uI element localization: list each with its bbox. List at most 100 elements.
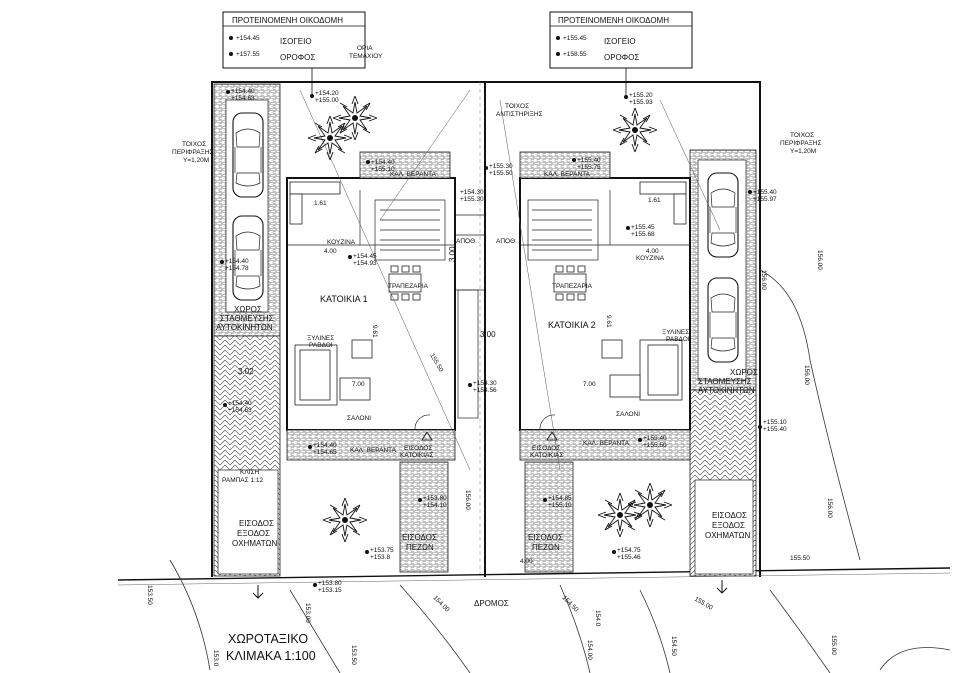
level-10b: +154.78 (225, 265, 249, 272)
contour-label-11: 156.00 (816, 250, 823, 270)
level-17b: +154.10 (423, 502, 447, 509)
label-fence-left-3: Υ=1,20Μ (183, 157, 209, 164)
legend-left-upper-label: ΟΡΟΦΟΣ (280, 53, 315, 62)
label-ramp-1: ΚΛΙΣΗ (240, 469, 260, 476)
contour-label-17: 154.0 (594, 610, 601, 627)
contour-label-9: 154.00 (586, 640, 593, 660)
label-ped-entry-right-1: ΕΙΣΟΔΟΣ (528, 533, 563, 542)
dim-7-00-right: 7.00 (583, 381, 596, 388)
level-3: +154.40 (371, 159, 395, 166)
level-10: +154.40 (225, 258, 249, 265)
level-17: +153.80 (423, 495, 447, 502)
level-text: +154.40 +154.63 +154.20 +155.00 +154.40 … (225, 88, 787, 594)
label-vehicle-entry-left-2: ΕΞΟΔΟΣ (237, 529, 270, 538)
level-12b: +154.56 (473, 387, 497, 394)
label-retaining-wall-1: ΤΟΙΧΟΣ (505, 103, 529, 110)
parking-strip-right (689, 149, 757, 577)
label-ped-entry-left-2: ΠΕΖΩΝ (406, 543, 434, 552)
level-11b: +154.93 (353, 260, 377, 267)
legend-right-upper-level: +158.55 (563, 51, 587, 58)
label-parking-right-1: ΧΩΡΟΣ (730, 368, 758, 377)
legend-right-title: ΠΡΟΤΕΙΝΟΜΕΝΗ ΟΙΚΟΔΟΜΗ (558, 16, 669, 25)
level-6: +155.40 (577, 157, 601, 164)
label-house-entry-right-1: ΕΙΣΟΔΟΣ (532, 445, 560, 452)
level-2b: +155.00 (315, 97, 339, 104)
dim-9-61-left: 9.61 (371, 325, 378, 338)
level-19: +153.75 (370, 547, 394, 554)
label-storage-1: ΑΠΟΘ. (456, 238, 477, 245)
plot-boundary (211, 81, 761, 577)
legend-left-ground-level: +154.45 (236, 35, 260, 42)
level-8: +155.40 (753, 189, 777, 196)
dim-3-02: 3.02 (238, 367, 254, 376)
level-20b: +155.46 (617, 554, 641, 561)
label-dining-2: ΤΡΑΠΕΖΑΡΙΑ (552, 283, 593, 290)
level-13: +154.40 (228, 400, 252, 407)
legend-box-right (549, 11, 693, 96)
level-12: +154.30 (473, 380, 497, 387)
contour-label-12: 156.00 (826, 498, 833, 518)
level-5: +155.30 (489, 163, 513, 170)
contour-label-14: 155.50 (428, 353, 444, 374)
level-18b: +155.10 (548, 502, 572, 509)
label-veranda-bot-2: ΚΑΛ. ΒΕΡΑΝΤΑ (583, 440, 630, 447)
contour-label-7: 155.50 (790, 555, 810, 562)
level-7: +155.20 (629, 92, 653, 99)
dimension-text: 4.00 7.00 9.61 1.61 4.00 7.00 9.61 1.61 … (238, 197, 661, 565)
level-20: +154.75 (617, 547, 641, 554)
label-house-entry-left-1: ΕΙΣΟΔΟΣ (404, 445, 432, 452)
label-kitchen-1: ΚΟΥΖΙΝΑ (327, 239, 356, 246)
legend-right-upper-label: ΟΡΟΦΟΣ (604, 53, 639, 62)
level-markers (220, 90, 762, 587)
level-6b: +155.75 (577, 164, 601, 171)
label-fence-right-3: Υ=1,20Μ (790, 148, 816, 155)
label-ramp-2: ΡΑΜΠΑΣ 1:12 (222, 477, 263, 484)
contour-label-2: 153.00 (304, 603, 311, 623)
level-16b: +155.40 (763, 426, 787, 433)
dim-7-00-left: 7.00 (352, 381, 365, 388)
label-rods-2a: ΞΥΛΙΝΕΣ (662, 329, 689, 336)
label-veranda-top-1: ΚΑΛ. ΒΕΡΑΝΤΑ (390, 171, 437, 178)
label-fence-left-1: ΤΟΙΧΟΣ (182, 141, 206, 148)
dim-9-61-right: 9.61 (605, 315, 612, 328)
level-7b: +155.93 (629, 99, 653, 106)
label-vehicle-entry-right-2: ΕΞΟΔΟΣ (712, 521, 745, 530)
level-1b: +154.63 (231, 95, 255, 102)
dim-4-00-left: 4.00 (324, 248, 337, 255)
legend-left-ground-label: ΙΣΟΓΕΙΟ (280, 37, 312, 46)
road-edge (117, 567, 951, 586)
legend-right-ground-label: ΙΣΟΓΕΙΟ (604, 37, 636, 46)
legend-text-right: ΠΡΟΤΕΙΝΟΜΕΝΗ ΟΙΚΟΔΟΜΗ +155.45 ΙΣΟΓΕΙΟ +1… (558, 16, 669, 62)
level-21b: +153.15 (318, 587, 342, 594)
label-fence-right-2: ΠΕΡΙΦΡΑΞΗΣ (780, 140, 821, 147)
level-19b: +153.8 (370, 554, 390, 561)
label-living-1: ΣΑΛΟΝΙ (347, 415, 371, 422)
label-house-entry-left-2: ΚΑΤΟΙΚΙΑΣ (400, 452, 433, 459)
legend-box-left (222, 11, 366, 96)
label-parking-left-1: ΧΩΡΟΣ (234, 305, 262, 314)
contour-labels: 153.50 153.00 153.50 154.00 154.50 155.0… (146, 250, 837, 667)
label-dining-1: ΤΡΑΠΕΖΑΡΙΑ (388, 283, 429, 290)
level-4: +154.30 (460, 189, 484, 196)
label-vehicle-entry-right-3: ΟΧΗΜΑΤΩΝ (705, 531, 750, 540)
label-house-1: ΚΑΤΟΙΚΙΑ 1 (320, 294, 368, 304)
label-house-2: ΚΑΤΟΙΚΙΑ 2 (548, 320, 596, 330)
house-2-plan (519, 151, 691, 573)
annotations: ΟΡΙΑ ΤΕΜΑΧΙΟΥ ΤΟΙΧΟΣ ΑΝΤΙΣΤΗΡΙΞΗΣ ΤΟΙΧΟΣ… (172, 45, 821, 663)
legend-text-left: ΠΡΟΤΕΙΝΟΜΕΝΗ ΟΙΚΟΔΟΜΗ +154.45 ΙΣΟΓΕΙΟ +1… (232, 16, 343, 62)
house-1-plan (286, 151, 485, 573)
parking-strip-left (213, 83, 281, 577)
level-16: +155.10 (763, 419, 787, 426)
level-13b: +154.63 (228, 407, 252, 414)
drawing-title: ΧΩΡΟΤΑΞΙΚΟ (228, 632, 308, 646)
dim-4-00-path: 4.00 (520, 558, 533, 565)
contour-label-18: 156.00 (760, 270, 767, 290)
label-retaining-wall-2: ΑΝΤΙΣΤΗΡΙΞΗΣ (496, 111, 543, 118)
contour-lines (169, 269, 951, 673)
label-parking-right-2: ΣΤΑΘΜΕΥΣΗΣ (698, 377, 752, 386)
level-15b: +155.50 (643, 442, 667, 449)
label-vehicle-entry-left-3: ΟΧΗΜΑΤΩΝ (232, 539, 277, 548)
label-veranda-top-2: ΚΑΛ. ΒΕΡΑΝΤΑ (544, 171, 591, 178)
contour-label-1: 153.50 (146, 585, 153, 605)
label-rods-2b: ΡΑΒΔΟΙ (666, 336, 690, 343)
